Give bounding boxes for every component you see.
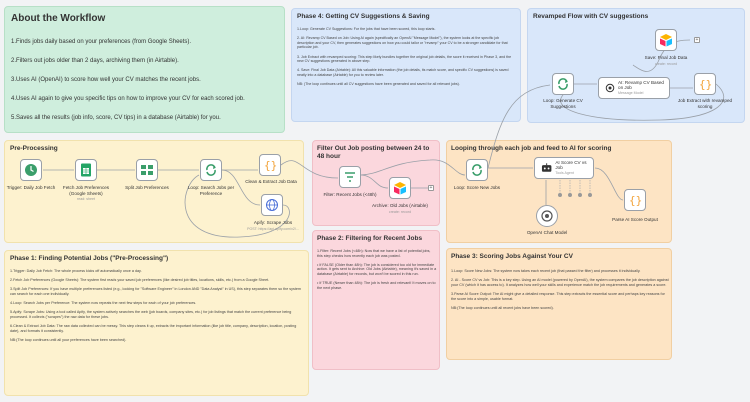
phase1-text: 1.Trigger: Daily Job Fetch: The whole pr…: [10, 269, 301, 342]
airtable-icon: [394, 182, 406, 195]
filter-icon: [345, 172, 355, 182]
save-final-node[interactable]: [655, 29, 677, 51]
about-item: 4.Uses AI again to give you specific tip…: [11, 96, 245, 102]
phase4-note[interactable]: Phase 4: Getting CV Suggestions & Saving…: [291, 8, 521, 122]
google-sheets-icon: [81, 163, 91, 177]
save-final-sub: create: record: [654, 61, 678, 66]
about-item: 1.Finds jobs daily based on your prefere…: [11, 39, 192, 45]
svg-text:{}: {}: [699, 78, 712, 91]
sheets-sub: read: sheet: [77, 197, 95, 201]
loop-search-label: Loop: Search Jobs per Preference: [187, 185, 235, 196]
save-final-label-text: Save: Final Job Data: [644, 55, 688, 60]
sheets-label: Fetch Job Preferences (Google Sheets)rea…: [56, 185, 116, 203]
loop-search-node[interactable]: [200, 159, 222, 181]
connector-dot[interactable]: [578, 193, 582, 197]
archive-sub: create: record: [388, 209, 412, 214]
loop-cv-label: Loop: Generate CV Suggestions: [543, 98, 583, 109]
about-note[interactable]: About the Workflow 1.Finds jobs daily ba…: [4, 6, 285, 133]
sheets-node[interactable]: [75, 159, 97, 181]
preprocessing-title: Pre-Processing: [10, 145, 58, 152]
filter-title: Filter Out Job posting between 24 to 48 …: [317, 145, 430, 160]
apify-node[interactable]: [261, 194, 283, 216]
connector-dot[interactable]: [588, 193, 592, 197]
trigger-label: Trigger: Daily Job Fetch: [6, 185, 56, 190]
split-label: Split Job Preferences: [125, 185, 169, 190]
clean-node[interactable]: {}: [259, 154, 281, 176]
parse-node[interactable]: {}: [624, 189, 646, 211]
loop-icon: [206, 164, 216, 176]
about-item: 3.Uses AI (OpenAI) to score how well you…: [11, 77, 201, 83]
connector-dot[interactable]: [568, 193, 572, 197]
code-braces-icon: {}: [264, 159, 277, 172]
ai-revamp-label: AI: Revamp CV Based on Job: [618, 79, 664, 90]
filter-label: Filter: Recent Jobs (<48h): [323, 192, 377, 197]
archive-label-text: Archive: Old Jobs (Airtable): [372, 203, 428, 208]
openai-icon: [541, 210, 553, 222]
loop-icon: [558, 78, 568, 90]
phase1-note[interactable]: Phase 1: Finding Potential Jobs ("Pre-Pr…: [4, 250, 309, 396]
loop-score-label: Loop: Score New Jobs: [453, 185, 501, 190]
phase2-note[interactable]: Phase 2: Filtering for Recent Jobs 1.Fil…: [312, 230, 440, 370]
phase2-title: Phase 2: Filtering for Recent Jobs: [317, 235, 423, 242]
extract-label: Job Extract with revamped scoring: [677, 98, 733, 109]
extract-node[interactable]: {}: [694, 73, 716, 95]
globe-icon: [266, 199, 278, 211]
ai-score-label: AI Score CV vs Job: [555, 159, 587, 170]
connector-dot[interactable]: [558, 193, 562, 197]
svg-text:{}: {}: [264, 159, 277, 172]
apify-label-text: Apify: Scrape Jobs: [253, 220, 293, 225]
robot-icon: [541, 163, 552, 172]
ai-score-sub: Tools Agent: [555, 171, 574, 176]
archive-label: Archive: Old Jobs (Airtable)create: reco…: [370, 203, 430, 215]
phase3-note[interactable]: Phase 3: Scoring Jobs Against Your CV 1.…: [446, 248, 672, 360]
add-node-button[interactable]: +: [694, 37, 700, 43]
loop-icon: [472, 164, 482, 176]
code-braces-icon: {}: [699, 78, 712, 91]
about-item: 2.Filters out jobs older than 2 days, ar…: [11, 58, 179, 64]
split-node[interactable]: [136, 159, 158, 181]
clock-icon: [25, 164, 37, 176]
phase4-text: 1.Loop: Generate CV Suggestions: For the…: [297, 27, 512, 87]
trigger-node[interactable]: [20, 159, 42, 181]
ai-revamp-sub: Message Model: [618, 91, 644, 96]
airtable-icon: [660, 34, 672, 47]
clean-label: Clean & Extract Job Data: [245, 179, 297, 184]
openai-icon: [605, 83, 615, 93]
loop-score-node[interactable]: [466, 159, 488, 181]
loop-cv-node[interactable]: [552, 73, 574, 95]
sheets-label-text: Fetch Job Preferences (Google Sheets): [62, 185, 110, 196]
code-braces-icon: {}: [629, 194, 642, 207]
archive-node[interactable]: [389, 177, 411, 199]
about-item: 5.Saves all the results (job info, score…: [11, 115, 221, 121]
parse-label: Parse AI Score Output: [612, 217, 658, 222]
phase3-text: 1.Loop: Score New Jobs: The system now t…: [451, 269, 669, 310]
apify-sub: POST: https://api.apify.com/v2/...: [247, 226, 299, 231]
phase1-title: Phase 1: Finding Potential Jobs ("Pre-Pr…: [10, 255, 169, 262]
preprocessing-note[interactable]: Pre-Processing: [4, 140, 304, 243]
about-title: About the Workflow: [11, 13, 106, 24]
phase2-text: 1.Filter: Recent Jobs (<48h): Now that w…: [317, 249, 437, 290]
revamp-note[interactable]: Revamped Flow with CV suggestions: [527, 8, 745, 123]
svg-text:{}: {}: [629, 194, 642, 207]
scoring-title: Looping through each job and feed to AI …: [451, 145, 612, 152]
phase4-title: Phase 4: Getting CV Suggestions & Saving: [297, 13, 430, 20]
openai-model-label: OpenAI Chat Model: [526, 230, 568, 235]
split-icon: [141, 165, 153, 175]
openai-model-node[interactable]: [536, 205, 558, 227]
phase3-title: Phase 3: Scoring Jobs Against Your CV: [451, 253, 573, 260]
revamp-title: Revamped Flow with CV suggestions: [533, 13, 649, 20]
add-node-button[interactable]: +: [428, 185, 434, 191]
filter-node[interactable]: [339, 166, 361, 188]
